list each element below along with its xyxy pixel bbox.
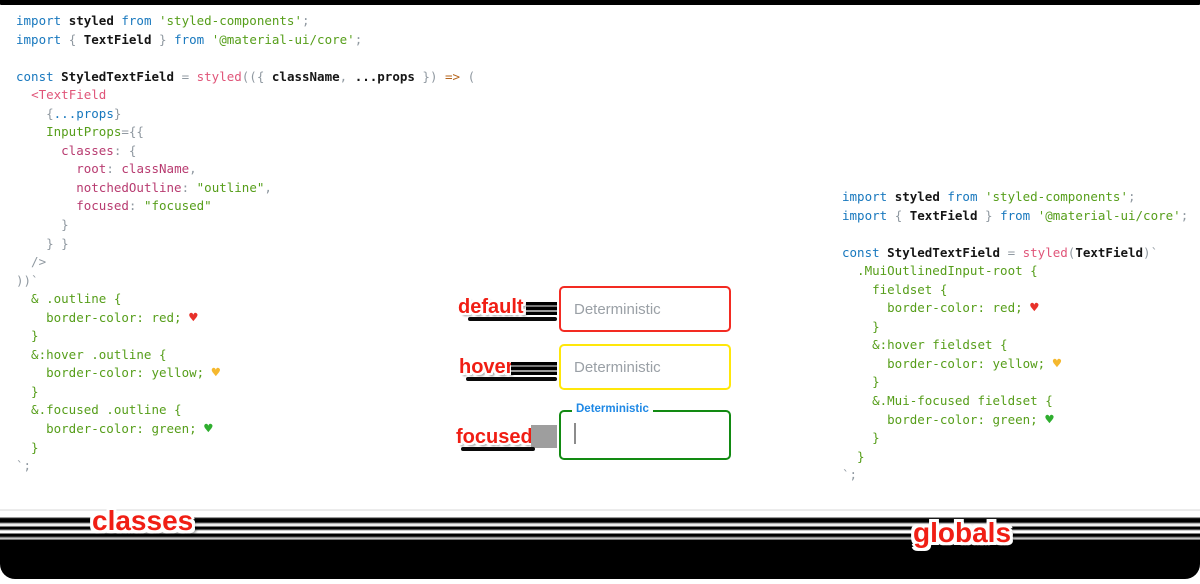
- code-line: } }: [16, 235, 69, 251]
- code-line: const StyledTextField = styled(({ classN…: [16, 68, 476, 84]
- annotation-default-connector: [526, 302, 557, 315]
- code-line: const StyledTextField = styled(TextField…: [842, 244, 1159, 260]
- annotation-hover-underline: [466, 377, 557, 381]
- code-line: }: [16, 328, 39, 344]
- textfield-focused[interactable]: Deterministic: [559, 403, 731, 460]
- code-line: .MuiOutlinedInput-root {: [842, 263, 1038, 279]
- top-frame-bar: [0, 0, 1200, 5]
- code-line: &.focused .outline {: [16, 402, 182, 418]
- code-line: notchedOutline: "outline",: [76, 179, 272, 195]
- caption-classes: classes: [92, 505, 194, 536]
- right-code-block: import styled from 'styled-components'; i…: [842, 188, 1188, 485]
- code-line: />: [16, 254, 47, 270]
- textfield-hover[interactable]: [559, 344, 731, 390]
- code-line: }: [842, 430, 880, 446]
- code-line: ))`: [16, 272, 39, 288]
- code-line: border-color: red; ♥: [16, 309, 198, 326]
- code-line: & .outline {: [16, 291, 122, 307]
- code-line: import { TextField } from '@material-ui/…: [16, 31, 363, 47]
- caption-globals: globals: [913, 517, 1012, 548]
- code-line: }: [16, 383, 39, 399]
- left-code-block: import styled from 'styled-components'; i…: [16, 12, 475, 476]
- code-line: border-color: yellow; ♥: [842, 355, 1062, 372]
- code-line: `;: [16, 458, 32, 474]
- annotation-default-underline: [468, 317, 557, 321]
- code-line: import { TextField } from '@material-ui/…: [842, 207, 1189, 223]
- code-line: classes: {: [61, 142, 137, 158]
- code-line: [16, 49, 475, 68]
- annotation-hover-connector: [511, 362, 557, 375]
- text-cursor: [574, 423, 576, 444]
- code-line: focused: "focused": [76, 198, 212, 214]
- annotation-hover: hover: [459, 356, 514, 378]
- code-line: }: [16, 439, 39, 455]
- code-line: [842, 225, 1188, 244]
- code-line: &.Mui-focused fieldset {: [842, 393, 1053, 409]
- code-line: }: [842, 448, 865, 464]
- annotation-focused-connector: [531, 425, 557, 448]
- code-line: {...props}: [16, 105, 122, 121]
- code-line: border-color: red; ♥: [842, 300, 1039, 317]
- textfield-default[interactable]: [559, 286, 731, 332]
- code-line: import styled from 'styled-components';: [16, 13, 310, 28]
- bottom-frame-bar: [0, 540, 1200, 579]
- code-line: border-color: yellow; ♥: [16, 365, 221, 382]
- code-line: }: [16, 217, 69, 233]
- code-line: &:hover .outline {: [16, 346, 167, 362]
- code-line: border-color: green; ♥: [842, 411, 1054, 428]
- code-line: fieldset {: [842, 281, 948, 297]
- annotation-focused: focused: [456, 426, 533, 448]
- code-line: root: className,: [76, 161, 197, 177]
- textfield-focused-label: Deterministic: [572, 403, 653, 415]
- code-line: border-color: green; ♥: [16, 421, 213, 438]
- bottom-shadow-stripes: [0, 509, 1200, 542]
- code-line: &:hover fieldset {: [842, 337, 1008, 353]
- code-line: }: [842, 318, 880, 334]
- code-line: `;: [842, 467, 858, 483]
- code-line: InputProps={{: [46, 124, 144, 140]
- annotation-focused-underline: [461, 447, 535, 451]
- code-line: import styled from 'styled-components';: [842, 189, 1136, 204]
- code-line: <TextField: [31, 87, 107, 103]
- code-line: }: [842, 374, 880, 390]
- annotation-default: default: [458, 296, 524, 318]
